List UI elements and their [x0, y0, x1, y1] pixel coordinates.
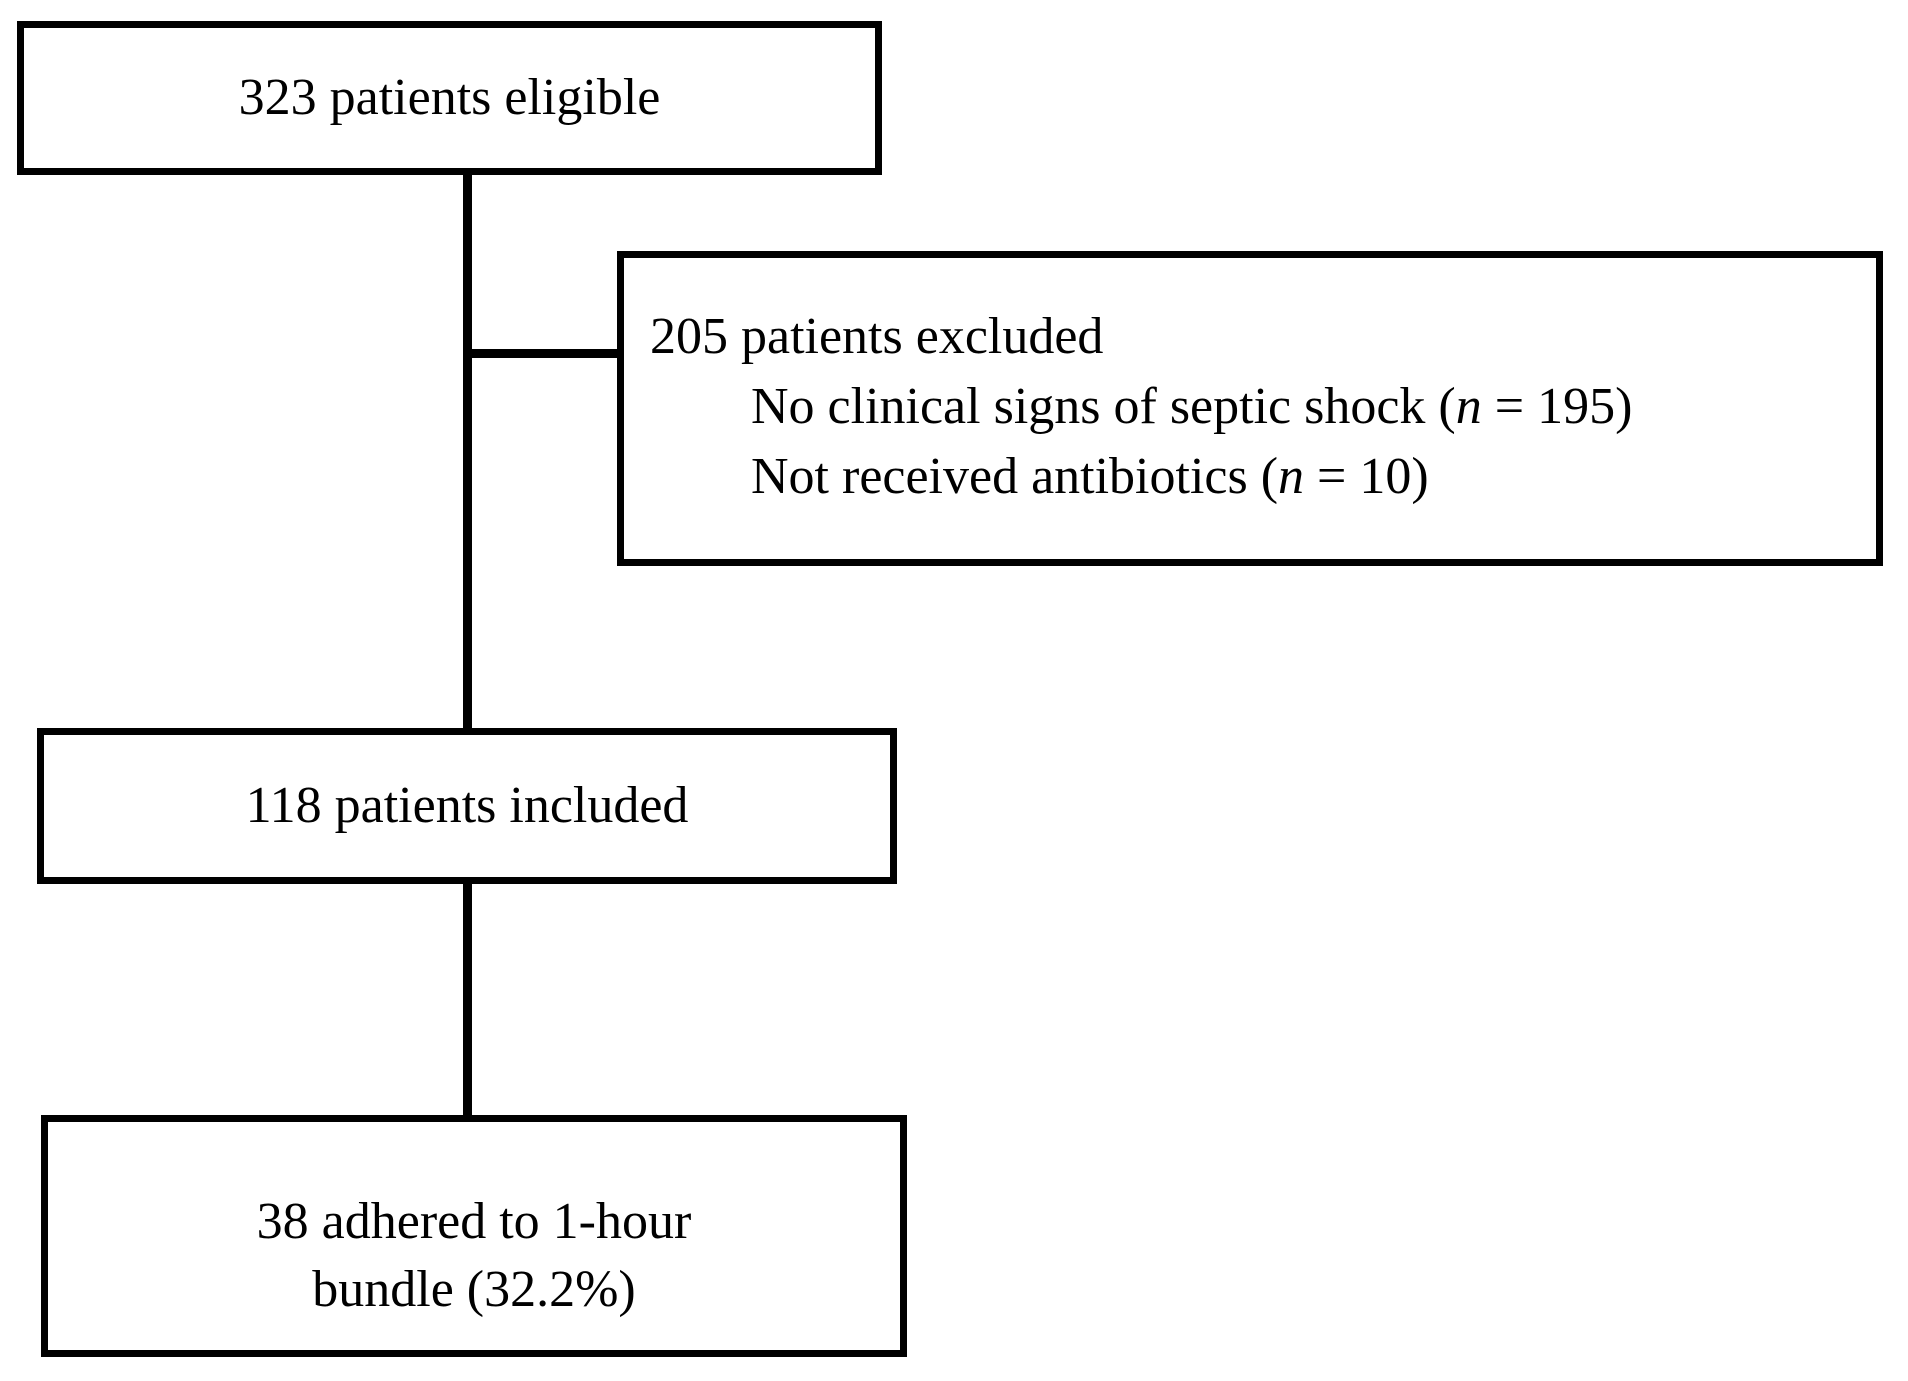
flow-box-excluded: 205 patients excluded No clinical signs …	[617, 251, 1883, 566]
flow-box-eligible: 323 patients eligible	[17, 21, 882, 175]
excluded-reason-septic-shock-count: = 195)	[1481, 378, 1633, 435]
flow-box-included: 118 patients included	[37, 728, 897, 884]
excluded-reason-septic-shock-n-var: n	[1455, 378, 1482, 435]
flow-box-adhered: 38 adhered to 1-hour bundle (32.2%)	[41, 1115, 907, 1357]
connector-horizontal-to-excluded	[463, 349, 621, 358]
connector-vertical-eligible-to-included	[463, 175, 472, 728]
connector-vertical-included-to-adhered	[463, 884, 472, 1115]
adhered-label-line2: bundle (32.2%)	[312, 1261, 636, 1318]
excluded-reason-septic-shock: No clinical signs of septic shock (n = 1…	[751, 372, 1856, 442]
adhered-label-line1: 38 adhered to 1-hour	[256, 1193, 692, 1250]
excluded-reason-antibiotics: Not received antibiotics (n = 10)	[751, 442, 1856, 512]
included-label: 118 patients included	[245, 777, 689, 834]
eligible-label: 323 patients eligible	[238, 69, 661, 126]
excluded-reason-antibiotics-n-var: n	[1278, 448, 1305, 505]
excluded-reason-antibiotics-text: Not received antibiotics (	[751, 448, 1279, 505]
excluded-reason-antibiotics-count: = 10)	[1304, 448, 1429, 505]
excluded-reason-septic-shock-text: No clinical signs of septic shock (	[751, 378, 1456, 435]
excluded-title: 205 patients excluded	[650, 308, 1104, 365]
